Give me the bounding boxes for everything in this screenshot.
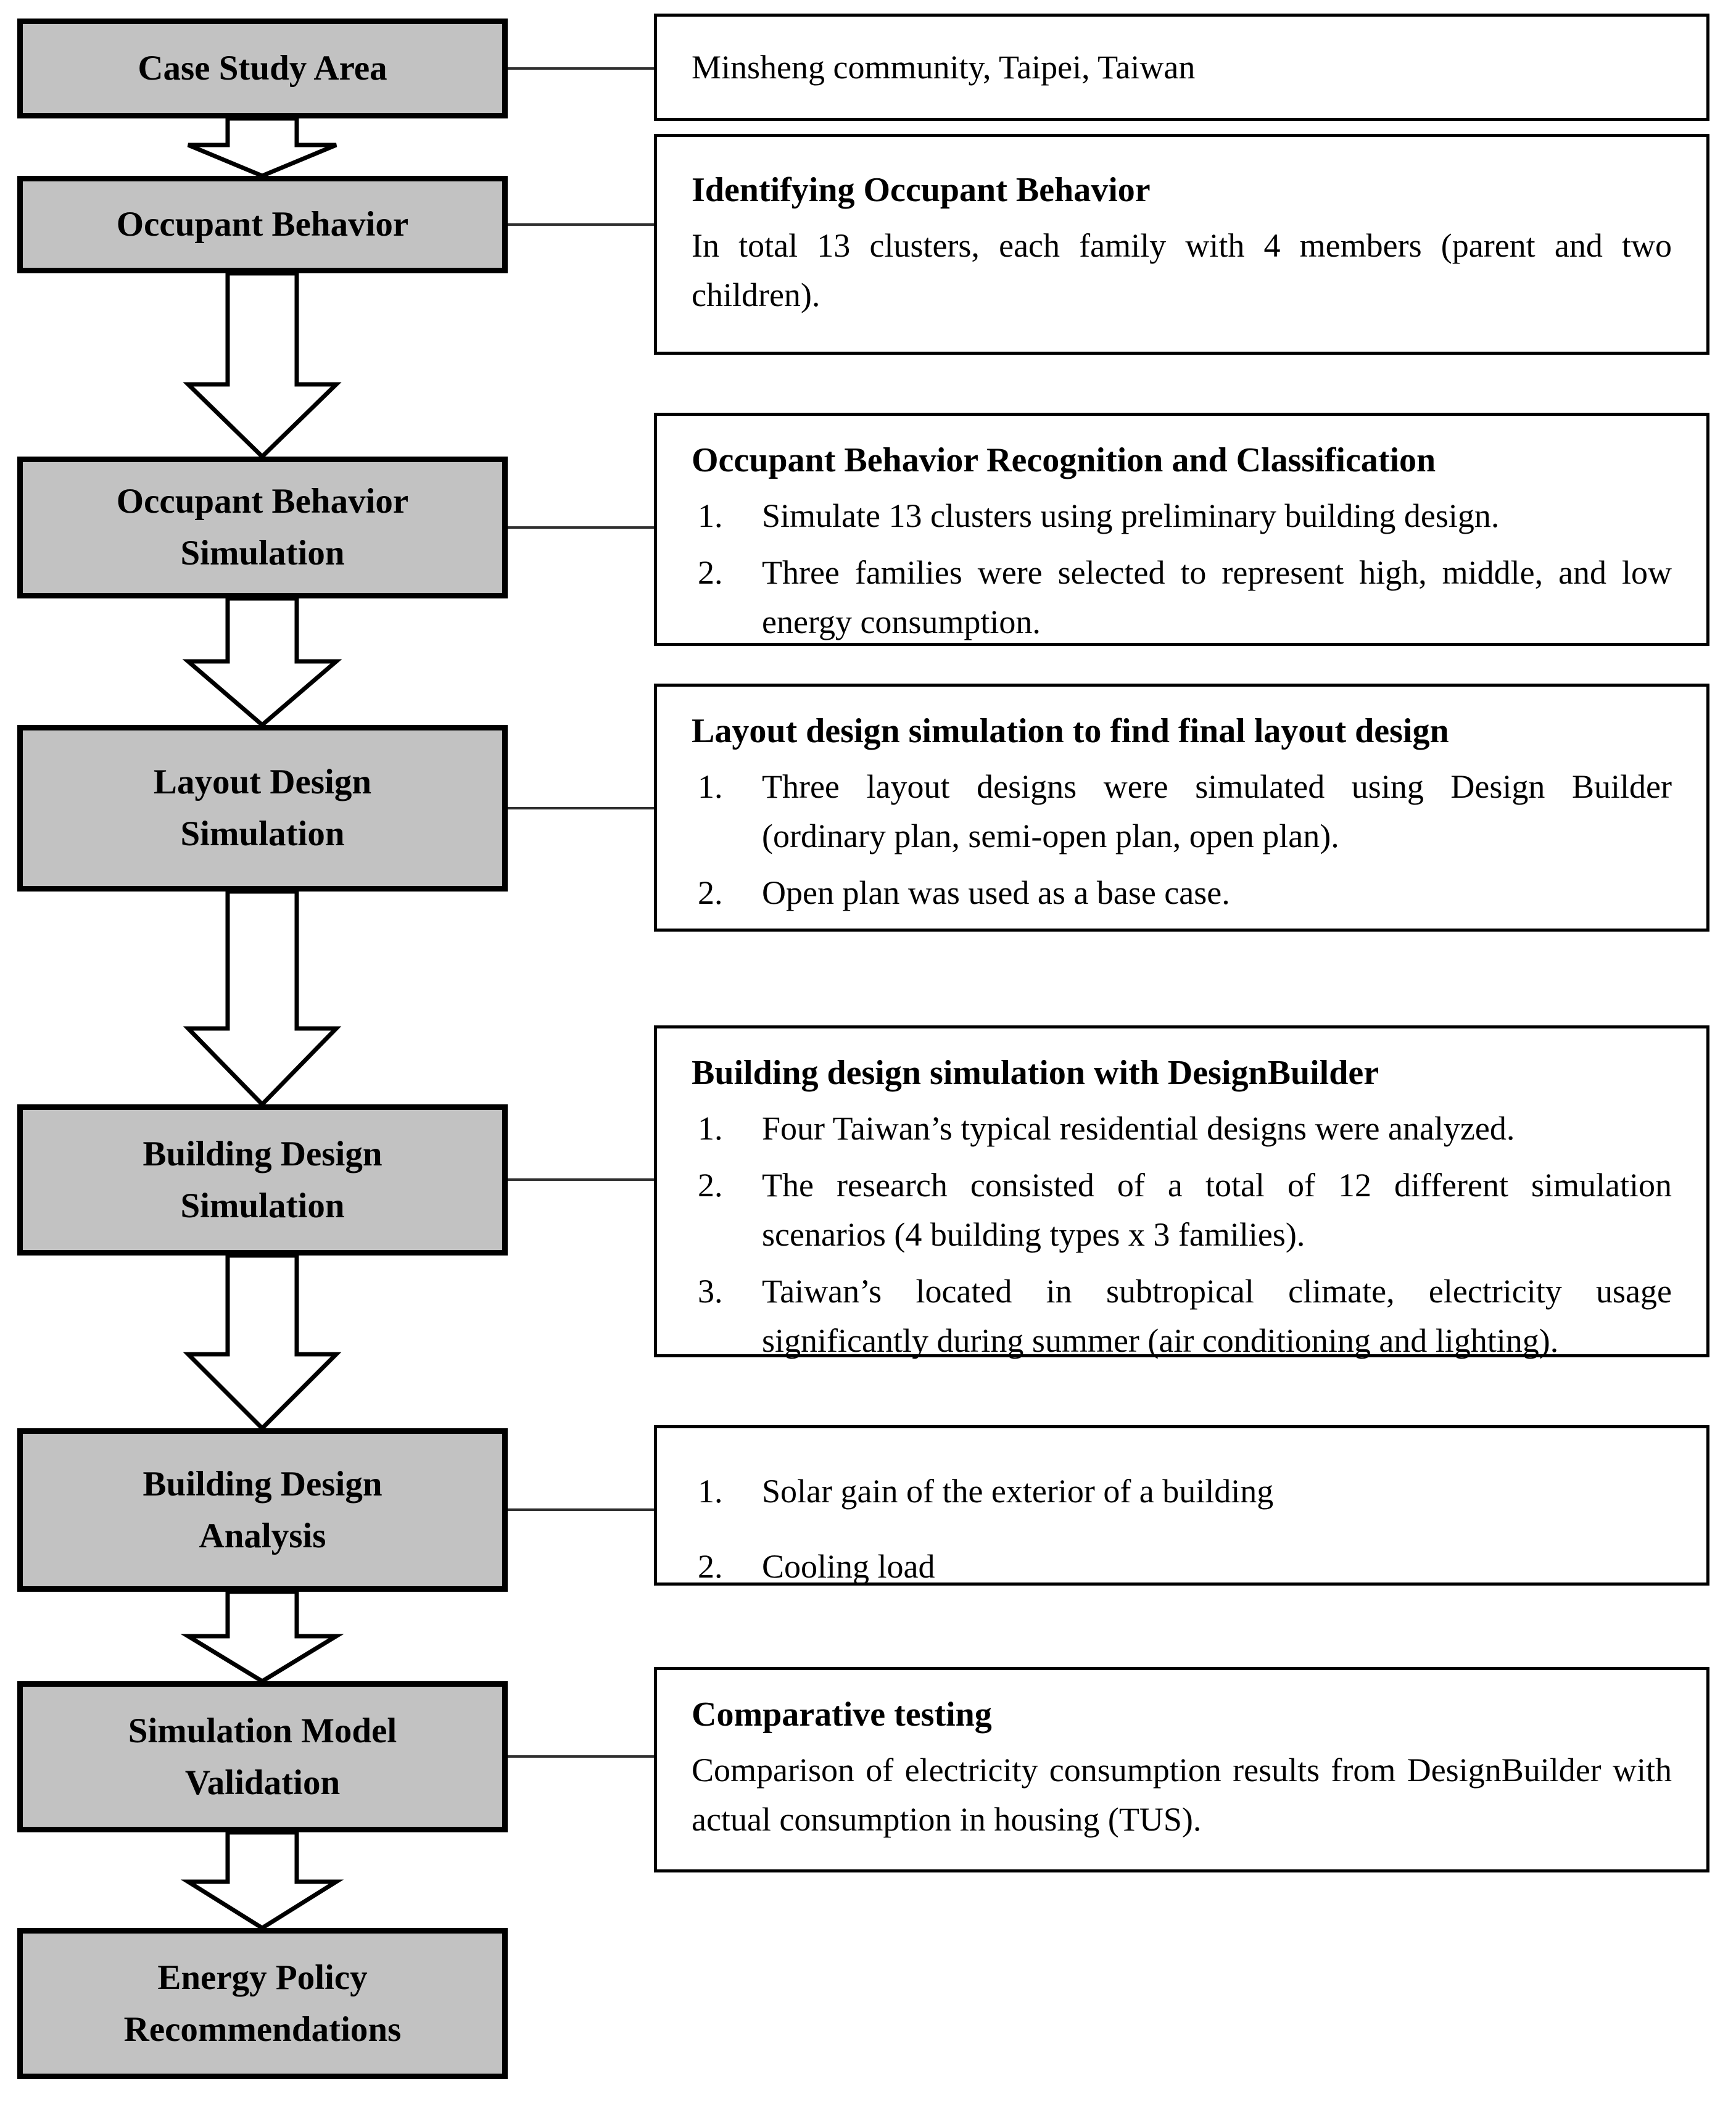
step-occupant-behavior: Occupant Behavior: [17, 176, 508, 273]
detail-building-design-analysis: Solar gain of the exterior of a building…: [654, 1425, 1709, 1591]
step-label: Case Study Area: [138, 49, 387, 88]
detail-list: Four Taiwan’s typical residential design…: [692, 1104, 1672, 1365]
step-case-study-area: Case Study Area: [17, 19, 508, 118]
down-arrow-icon: [183, 1253, 342, 1431]
step-label: Layout Design Simulation: [153, 763, 372, 853]
detail-list: Solar gain of the exterior of a building…: [692, 1467, 1672, 1591]
step-building-design-simulation: Building Design Simulation: [17, 1104, 508, 1256]
detail-comparative-testing: Comparative testing Comparison of electr…: [654, 1667, 1709, 1872]
detail-body: In total 13 clusters, each family with 4…: [692, 227, 1672, 313]
detail-heading: Identifying Occupant Behavior: [692, 171, 1151, 209]
list-item: Taiwan’s located in subtropical climate,…: [698, 1267, 1672, 1359]
detail-list: Simulate 13 clusters using preliminary b…: [692, 491, 1672, 647]
list-item: Open plan was used as a base case.: [698, 868, 1230, 917]
detail-heading: Layout design simulation to find final l…: [692, 712, 1449, 750]
detail-layout-design-simulation: Layout design simulation to find final l…: [654, 684, 1709, 932]
step-occupant-behavior-simulation: Occupant Behavior Simulation: [17, 457, 508, 598]
down-arrow-icon: [182, 596, 342, 728]
list-item: The research consisted of a total of 12 …: [698, 1160, 1672, 1253]
detail-behavior-recognition: Occupant Behavior Recognition and Classi…: [654, 413, 1709, 646]
connector-line: [508, 1755, 654, 1758]
down-arrow-icon: [180, 1589, 344, 1684]
detail-list: Three layout designs were simulated usin…: [692, 762, 1672, 917]
detail-building-design-simulation: Building design simulation with DesignBu…: [654, 1025, 1709, 1359]
step-label: Occupant Behavior: [116, 205, 409, 244]
list-item: Three layout designs were simulated usin…: [698, 762, 1672, 854]
step-energy-policy-recommendations: Energy Policy Recommendations: [17, 1928, 508, 2079]
step-layout-design-simulation: Layout Design Simulation: [17, 725, 508, 892]
list-item: Three families were selected to represen…: [698, 548, 1672, 640]
list-item: Cooling load: [698, 1542, 935, 1591]
connector-line: [508, 223, 654, 226]
connector-line: [508, 67, 654, 70]
step-label: Building Design Analysis: [143, 1464, 382, 1555]
detail-heading: Building design simulation with DesignBu…: [692, 1054, 1379, 1092]
down-arrow-icon: [187, 116, 337, 178]
connector-line: [508, 807, 654, 809]
detail-case-study-area: Minsheng community, Taipei, Taiwan: [654, 14, 1709, 121]
step-label: Simulation Model Validation: [128, 1711, 397, 1802]
step-building-design-analysis: Building Design Analysis: [17, 1428, 508, 1592]
list-item: Solar gain of the exterior of a building: [698, 1467, 1274, 1516]
detail-body: Comparison of electricity consumption re…: [692, 1752, 1672, 1838]
step-label: Occupant Behavior Simulation: [116, 482, 409, 573]
list-item: Four Taiwan’s typical residential design…: [698, 1104, 1515, 1153]
connector-line: [508, 1178, 654, 1181]
step-simulation-model-validation: Simulation Model Validation: [17, 1681, 508, 1832]
step-label: Energy Policy Recommendations: [123, 1958, 402, 2049]
detail-identifying-occupant-behavior: Identifying Occupant Behavior In total 1…: [654, 134, 1709, 355]
detail-heading: Occupant Behavior Recognition and Classi…: [692, 441, 1436, 479]
detail-heading: Comparative testing: [692, 1695, 992, 1734]
step-label: Building Design Simulation: [143, 1134, 382, 1225]
connector-line: [508, 1508, 654, 1511]
down-arrow-icon: [183, 889, 342, 1108]
down-arrow-icon: [183, 271, 342, 460]
connector-line: [508, 526, 654, 529]
down-arrow-icon: [180, 1830, 344, 1931]
detail-body: Minsheng community, Taipei, Taiwan: [692, 49, 1196, 86]
list-item: Simulate 13 clusters using preliminary b…: [698, 491, 1500, 540]
